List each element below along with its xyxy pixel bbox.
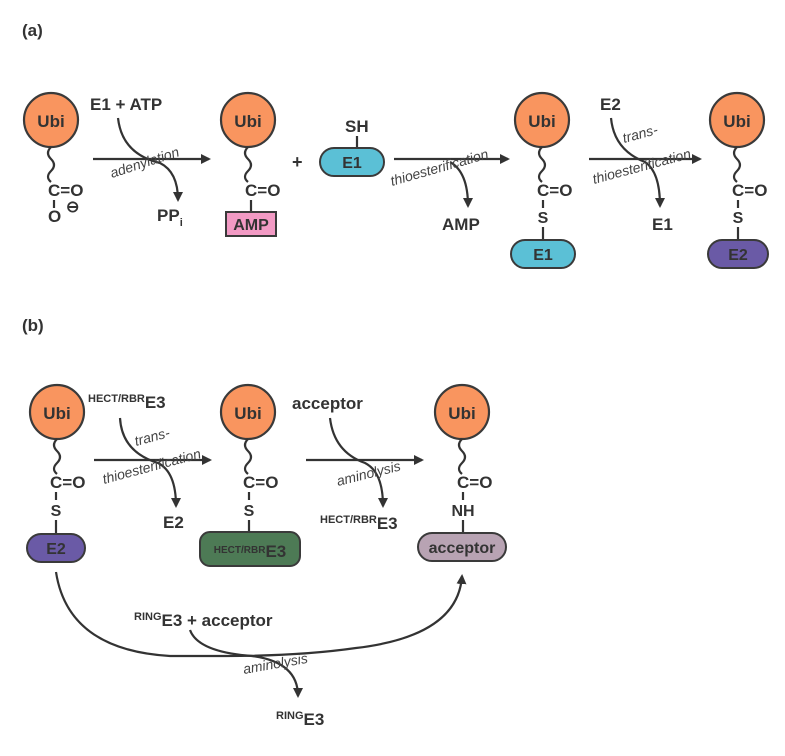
carbonyl-text: C=O [245, 181, 280, 200]
amp-product: AMP [442, 215, 480, 234]
ppi-product: PPi [157, 206, 183, 229]
linker-wavy [537, 146, 547, 183]
side-arrow [116, 117, 183, 202]
ubi-label: Ubi [723, 112, 750, 131]
acceptor-reagent: acceptor [292, 394, 363, 413]
e2-enzyme [26, 533, 86, 563]
amp-box-label: AMP [233, 217, 269, 234]
linker-wavy [243, 438, 253, 475]
sulfur-text: S [244, 503, 255, 520]
nh-text: NH [451, 503, 474, 520]
sulfur-text: S [733, 210, 744, 227]
side-arrow [328, 417, 388, 508]
linker-wavy [243, 146, 253, 183]
plus-sign: + [292, 152, 303, 172]
linker-wavy [46, 146, 56, 183]
e2-enzyme [707, 239, 769, 269]
trans-label: trans- [133, 424, 172, 449]
carbonyl-text: C=O [48, 181, 83, 200]
e1-enzyme [319, 147, 385, 177]
e1-enzyme [510, 239, 576, 269]
acceptor-box [417, 532, 507, 562]
amp-box [225, 211, 277, 237]
acceptor-box-label: acceptor [429, 540, 496, 557]
trans-thioesterification-label: thioesterification [591, 145, 693, 187]
ubi-label: Ubi [234, 112, 261, 131]
carbonyl-text: C=O [732, 181, 767, 200]
panel-a-label: (a) [22, 21, 43, 40]
ubi-label: Ubi [43, 404, 70, 423]
ubi-label: Ubi [37, 112, 64, 131]
carbonyl-text: C=O [537, 181, 572, 200]
e1-product: E1 [652, 215, 673, 234]
e2-reagent: E2 [600, 95, 621, 114]
ring-e3-product: RINGE3 [276, 710, 324, 729]
ring-e3-acceptor-reagent: RINGE3 + acceptor [134, 611, 273, 630]
ring-arc-arrow [54, 571, 467, 658]
linker-wavy [52, 438, 62, 475]
hect-rbr-e3-reagent: HECT/RBRE3 [88, 393, 166, 412]
e2-label: E2 [728, 247, 748, 264]
side-arrow [449, 161, 473, 208]
side-arrow [118, 417, 181, 508]
trans-thioesterification-label: thioesterification [101, 445, 203, 487]
e2-product: E2 [163, 513, 184, 532]
aminolysis-label: aminolysis [242, 650, 309, 677]
e2-label: E2 [46, 541, 66, 558]
carbonyl-text: C=O [50, 473, 85, 492]
carbonyl-text: C=O [243, 473, 278, 492]
oxygen-text: O [48, 207, 61, 226]
hect-rbr-e3-enzyme [199, 531, 301, 567]
ubi-label: Ubi [448, 404, 475, 423]
sulfur-text: S [51, 503, 62, 520]
linker-wavy [732, 146, 742, 183]
hect-rbr-e3-product: HECT/RBRE3 [320, 514, 398, 533]
minus-charge-icon: ⊖ [66, 199, 79, 216]
carbonyl-text: C=O [457, 473, 492, 492]
ubi-label: Ubi [528, 112, 555, 131]
trans-label: trans- [621, 121, 660, 146]
e1-label: E1 [342, 155, 362, 172]
e1-label: E1 [533, 247, 553, 264]
linker-wavy [457, 438, 467, 475]
aminolysis-label: aminolysis [335, 458, 402, 489]
panel-b-label: (b) [22, 316, 44, 335]
sulfur-text: S [538, 210, 549, 227]
side-arrow [188, 629, 303, 698]
thioesterification-label: thioesterification [388, 146, 490, 189]
side-arrow [609, 117, 665, 208]
hect-rbr-e3-label: HECT/RBRE3 [214, 542, 286, 561]
sh-label: SH [345, 117, 369, 136]
e1-atp-reagent: E1 + ATP [90, 95, 162, 114]
ubi-label: Ubi [234, 404, 261, 423]
adenylation-label: adenylation [108, 143, 181, 180]
